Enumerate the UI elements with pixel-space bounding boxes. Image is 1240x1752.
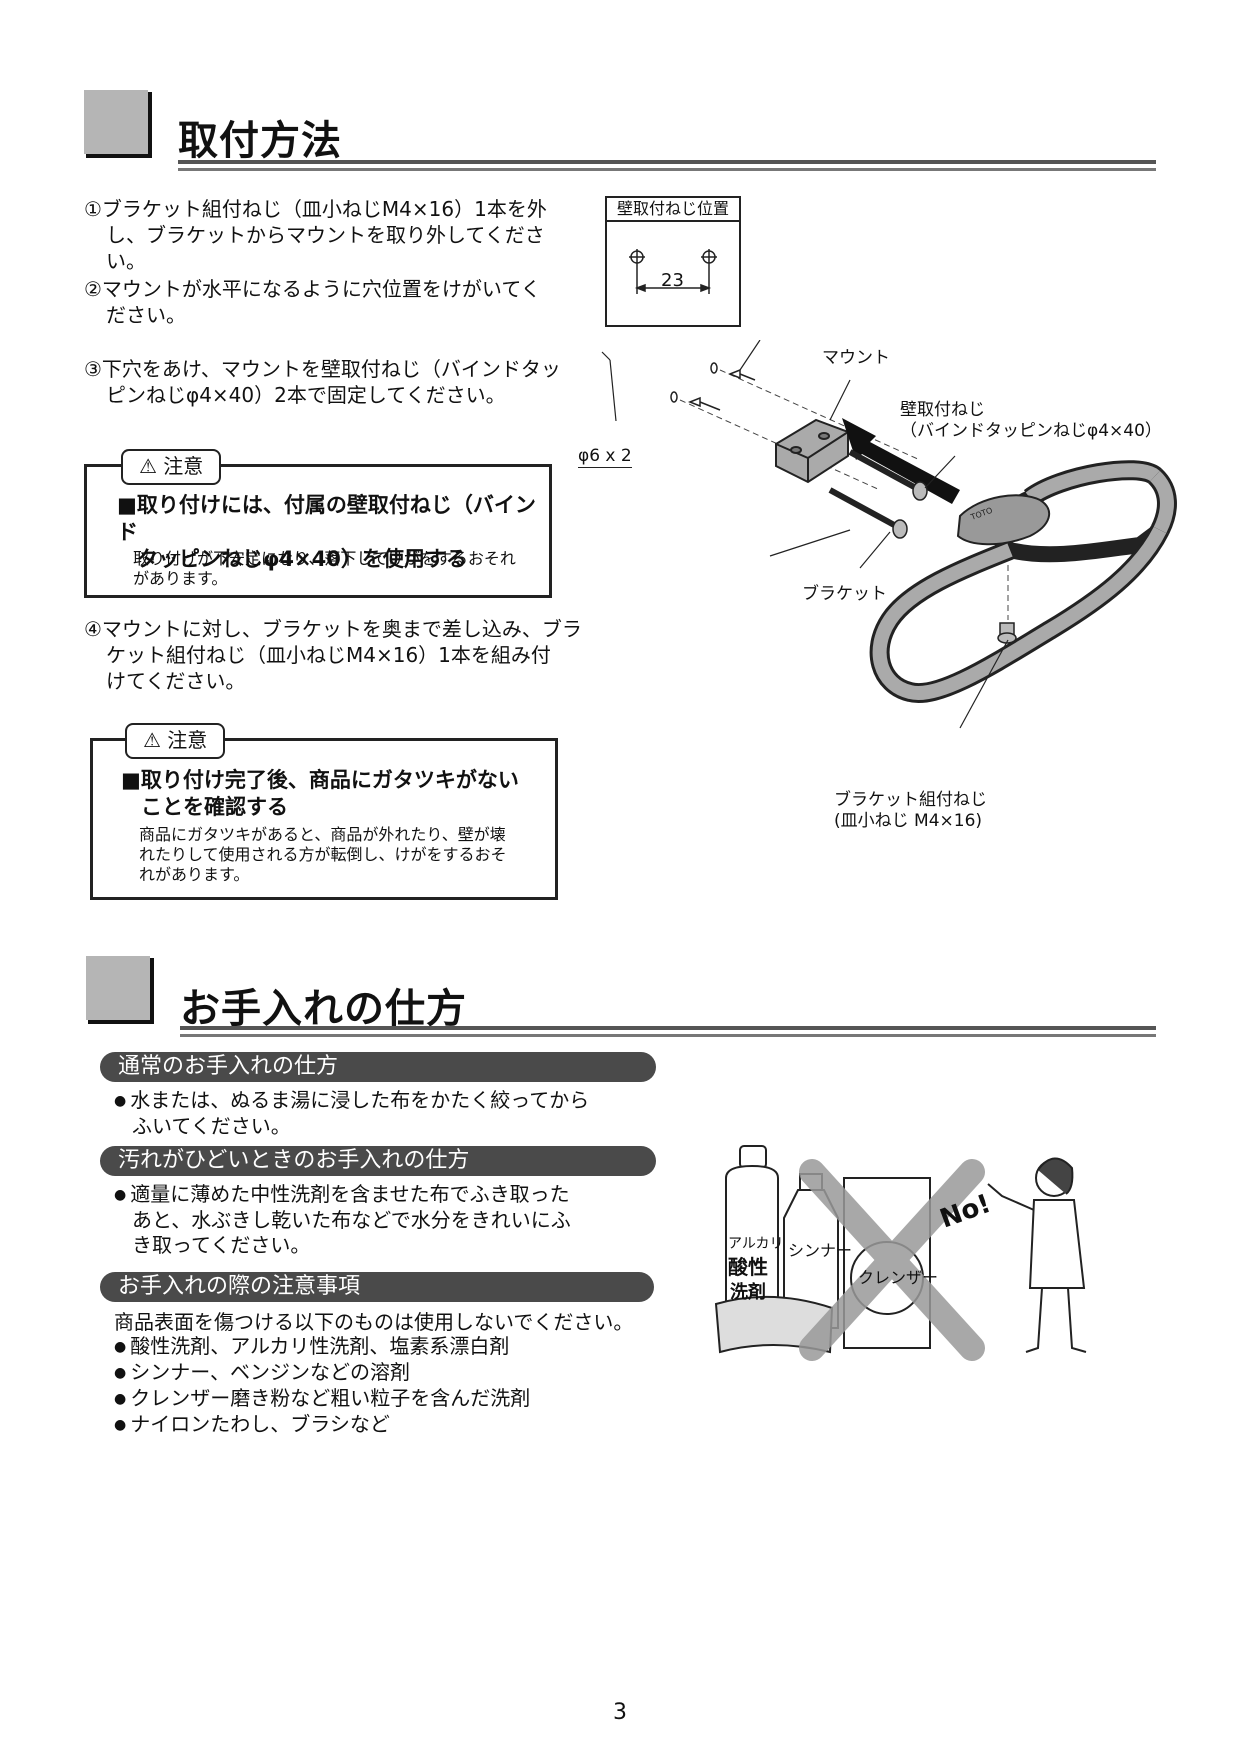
section-title-installation: 取付方法	[178, 118, 342, 164]
label-hole: φ6 x 2	[578, 446, 632, 468]
care-subheading-heavy: 汚れがひどいときのお手入れの仕方	[100, 1146, 656, 1176]
bracket-screw	[997, 622, 1017, 644]
wall-hole-marks	[670, 362, 718, 403]
hole-position-box: 壁取付ねじ位置 23	[605, 196, 741, 327]
step-1: ①ブラケット組付ねじ（皿小ねじM4×16）1本を外し、ブラケットからマウントを取…	[84, 197, 547, 273]
section-rule	[178, 160, 1156, 171]
person-figure	[987, 1157, 1087, 1353]
prohibited-cleaners-illustration: アルカリ 酸性 洗剤 シンナー クレンザー No!	[714, 1145, 1087, 1361]
care-text-normal: 水または、ぬるま湯に浸した布をかたく絞ってから ふいてください。	[114, 1088, 589, 1139]
hole-dimension: 23	[661, 270, 684, 291]
list-item: シンナー、ベンジンなどの溶剤	[114, 1360, 530, 1386]
label-bracket-screw: ブラケット組付ねじ (皿小ねじ M4×16)	[834, 790, 987, 831]
section-marker	[84, 90, 152, 158]
care-subheading-normal: 通常のお手入れの仕方	[100, 1052, 656, 1082]
care-cautions-intro: 商品表面を傷つける以下のものは使用しないでください。	[114, 1310, 634, 1334]
section-marker	[86, 956, 154, 1024]
care-text-heavy: 適量に薄めた中性洗剤を含ませた布でふき取った あと、水ぶきし乾いた布などで水分を…	[114, 1182, 571, 1258]
hole-position-diagram	[629, 249, 717, 294]
section-title-care: お手入れの仕方	[180, 986, 467, 1032]
bottle-label: 洗剤	[730, 1281, 766, 1303]
hole-position-title: 壁取付ねじ位置	[607, 198, 739, 222]
step-2: ②マウントが水平になるように穴位置をけがいてください。	[84, 277, 541, 327]
caution-box-2: ⚠ 注意 ■取り付け完了後、商品にガタツキがない ことを確認する 商品にガタツキ…	[90, 723, 558, 900]
list-item: ナイロンたわし、ブラシなど	[114, 1412, 530, 1438]
towel-ring-bracket	[869, 460, 1177, 704]
caution-box-1: ⚠ 注意 ■取り付けには、付属の壁取付ねじ（バインド タッピンねじφ4×40）を…	[84, 449, 552, 598]
step-3: ③下穴をあけ、マウントを壁取付ねじ（バインドタッピンねじφ4×40）2本で固定し…	[84, 357, 561, 407]
caution-tag: ⚠ 注意	[121, 449, 222, 485]
mount-part	[775, 418, 849, 484]
label-wall-screw: 壁取付ねじ （バインドタッピンねじφ4×40）	[900, 400, 1162, 441]
installation-diagram: TOTO	[601, 340, 1177, 729]
caution-tag: ⚠ 注意	[125, 723, 226, 759]
section-rule	[180, 1026, 1156, 1037]
caution-text: 取り付けが不安定になり、落下してけがをするおそれ があります。	[133, 549, 516, 588]
bottle-label: 酸性	[728, 1255, 768, 1279]
bottle-label: シンナー	[788, 1241, 852, 1260]
wall-screws	[828, 449, 928, 539]
care-cautions-list: 酸性洗剤、アルカリ性洗剤、塩素系漂白剤 シンナー、ベンジンなどの溶剤 クレンザー…	[114, 1334, 530, 1438]
box-label: クレンザー	[858, 1268, 938, 1287]
caution-heading: ■取り付け完了後、商品にガタツキがない ことを確認する	[121, 768, 519, 819]
label-bracket: ブラケット	[802, 584, 887, 604]
caution-heading: ■取り付けには、付属の壁取付ねじ（バインド タッピンねじφ4×40）を使用する	[117, 493, 536, 571]
prohibited-x-mark	[799, 1159, 985, 1361]
page-number: 3	[613, 1700, 627, 1725]
label-mount: マウント	[822, 348, 890, 368]
caution-text: 商品にガタツキがあると、商品が外れたり、壁が壊 れたりして使用される方が転倒し、…	[139, 825, 507, 884]
list-item: 酸性洗剤、アルカリ性洗剤、塩素系漂白剤	[114, 1334, 530, 1360]
step-4: ④マウントに対し、ブラケットを奥まで差し込み、ブラケット組付ねじ（皿小ねじM4×…	[84, 617, 582, 693]
bottle-label: アルカリ	[728, 1236, 783, 1252]
list-item: クレンザー磨き粉など粗い粒子を含んだ洗剤	[114, 1386, 530, 1412]
care-subheading-cautions: お手入れの際の注意事項	[100, 1272, 654, 1302]
